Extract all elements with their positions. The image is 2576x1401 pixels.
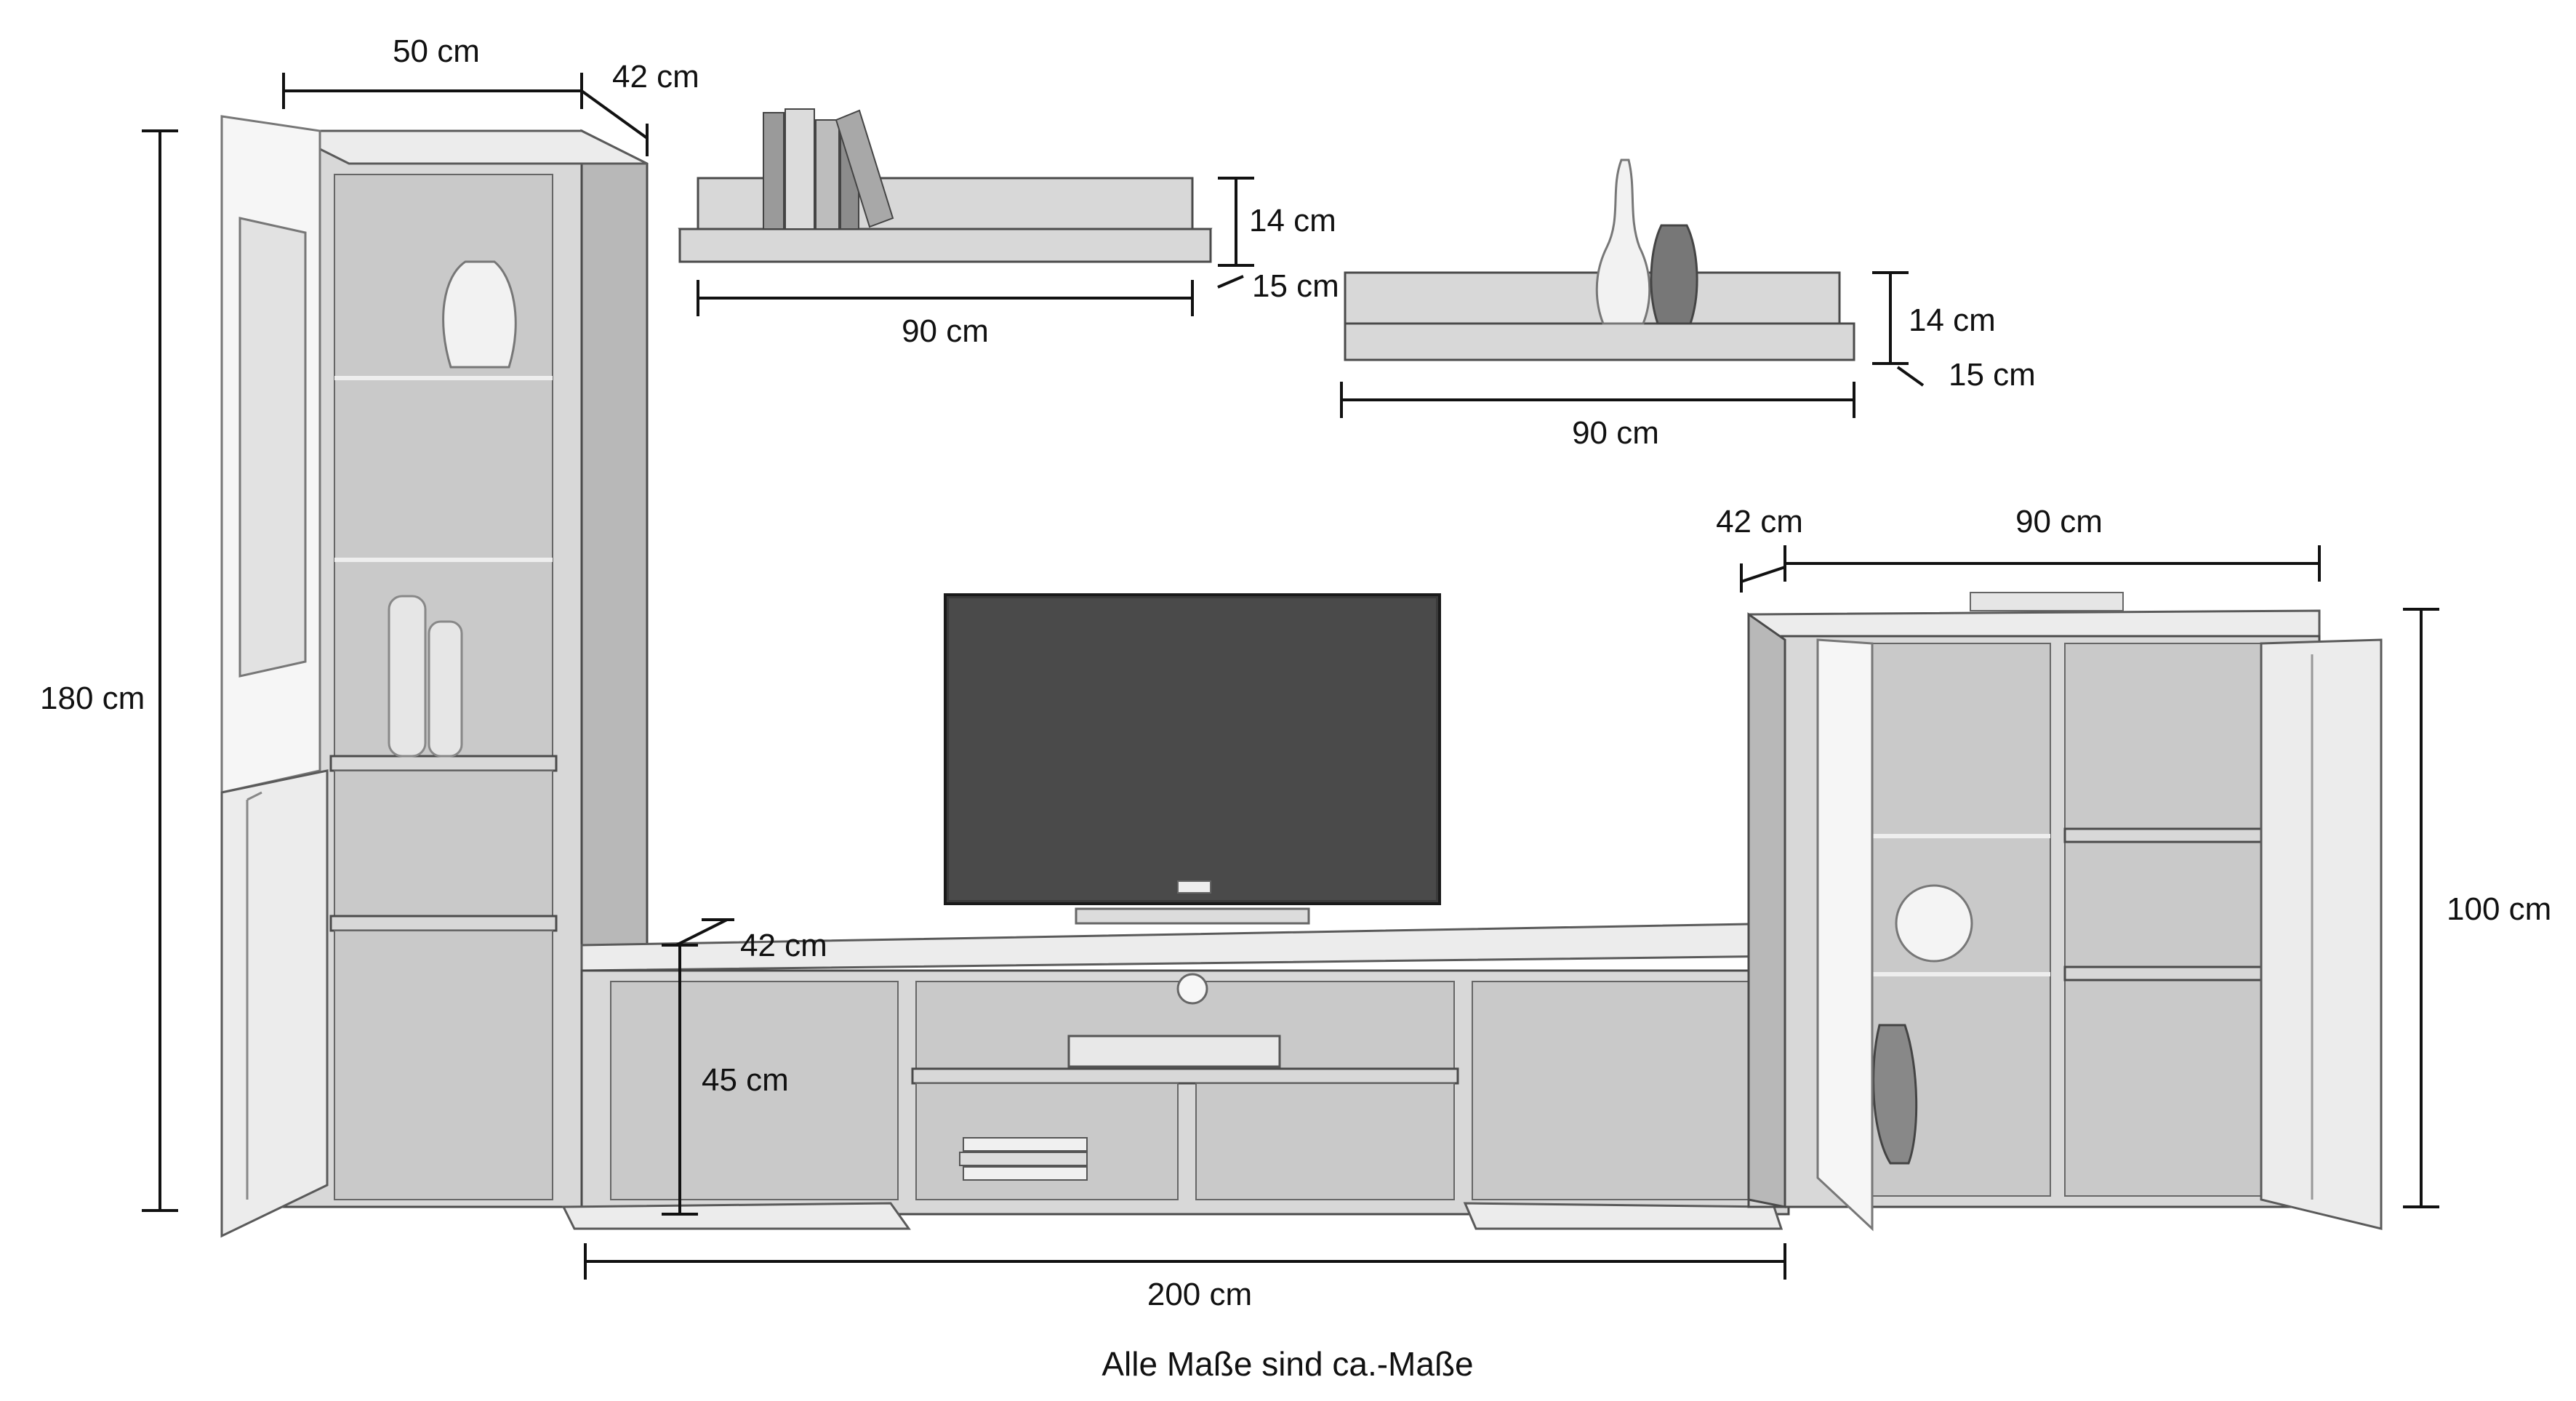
dimension-lines bbox=[142, 73, 2439, 1280]
label-highboard-width: 90 cm bbox=[2015, 504, 2103, 539]
dimension-labels: 50 cm 42 cm 180 cm 14 cm 15 cm 90 cm 14 … bbox=[40, 33, 2551, 1383]
label-shelf-left-depth: 15 cm bbox=[1252, 268, 1339, 304]
label-tall-cabinet-width: 50 cm bbox=[393, 33, 480, 69]
highboard bbox=[1747, 592, 2383, 1232]
label-shelf-left-height: 14 cm bbox=[1249, 203, 1336, 238]
label-tv-board-height: 45 cm bbox=[702, 1062, 789, 1098]
label-shelf-right-height: 14 cm bbox=[1909, 302, 1996, 338]
wall-shelf-left bbox=[678, 108, 1213, 263]
label-shelf-right-width: 90 cm bbox=[1572, 415, 1659, 451]
label-tall-cabinet-depth: 42 cm bbox=[612, 59, 699, 95]
label-shelf-right-depth: 15 cm bbox=[1949, 357, 2036, 393]
wall-shelf-right bbox=[1344, 158, 1855, 361]
label-tall-cabinet-height: 180 cm bbox=[40, 681, 145, 716]
label-shelf-left-width: 90 cm bbox=[902, 313, 989, 349]
label-tv-board-depth: 42 cm bbox=[740, 928, 827, 963]
caption-approximate-dimensions: Alle Maße sind ca.-Maße bbox=[1102, 1345, 1473, 1383]
label-highboard-height: 100 cm bbox=[2447, 891, 2551, 927]
label-highboard-depth: 42 cm bbox=[1716, 504, 1803, 539]
television bbox=[944, 593, 1441, 925]
tv-lowboard bbox=[561, 922, 1790, 1230]
tall-vitrine-cabinet bbox=[220, 115, 649, 1238]
label-tv-board-width: 200 cm bbox=[1147, 1277, 1252, 1312]
